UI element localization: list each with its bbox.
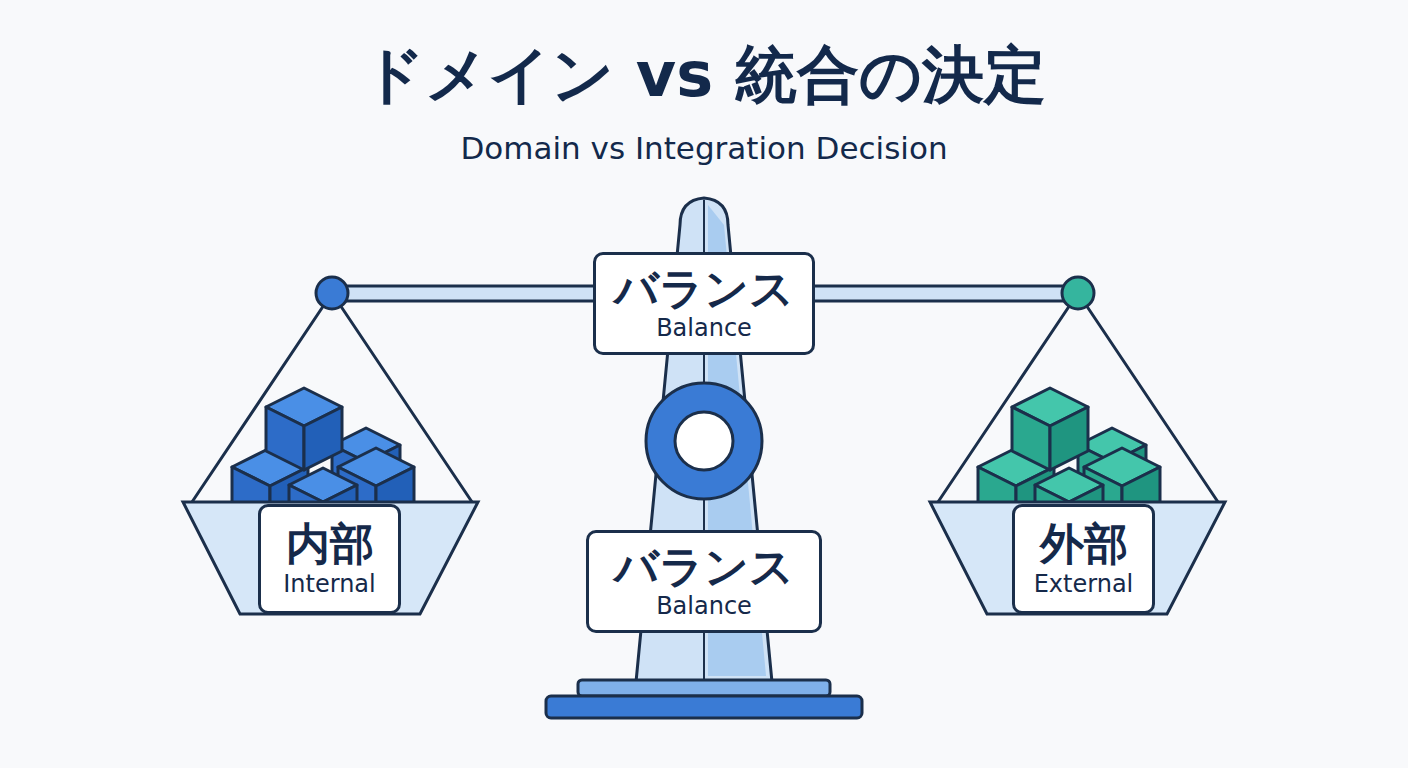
- cube-face: [1050, 407, 1088, 470]
- scale-base-top: [578, 680, 830, 696]
- label-heading: 外部: [1040, 519, 1128, 570]
- label-english: Balance: [656, 314, 752, 343]
- balance-label: バランスBalance: [586, 530, 822, 633]
- cube-face: [266, 407, 304, 470]
- label-english: External: [1034, 570, 1134, 599]
- label-english: Balance: [656, 592, 752, 621]
- center-ring: [646, 383, 762, 499]
- cube-face: [304, 407, 342, 470]
- diagram-title: ドメイン vs 統合の決定: [0, 38, 1408, 112]
- label-heading: 内部: [286, 519, 374, 570]
- external-label: 外部External: [1012, 504, 1155, 614]
- label-english: Internal: [283, 570, 376, 599]
- diagram-subtitle: Domain vs Integration Decision: [0, 130, 1408, 166]
- left-pan: [183, 502, 478, 614]
- center-hole: [675, 412, 733, 470]
- cube-face: [1012, 407, 1050, 470]
- right-pan: [930, 502, 1225, 614]
- pivot-joint: [1062, 277, 1094, 309]
- scale-base: [546, 696, 862, 718]
- balance-label: バランスBalance: [593, 252, 815, 355]
- internal-label: 内部Internal: [258, 504, 401, 614]
- label-heading: バランス: [614, 264, 794, 315]
- pivot-joint: [316, 277, 348, 309]
- label-heading: バランス: [614, 542, 794, 593]
